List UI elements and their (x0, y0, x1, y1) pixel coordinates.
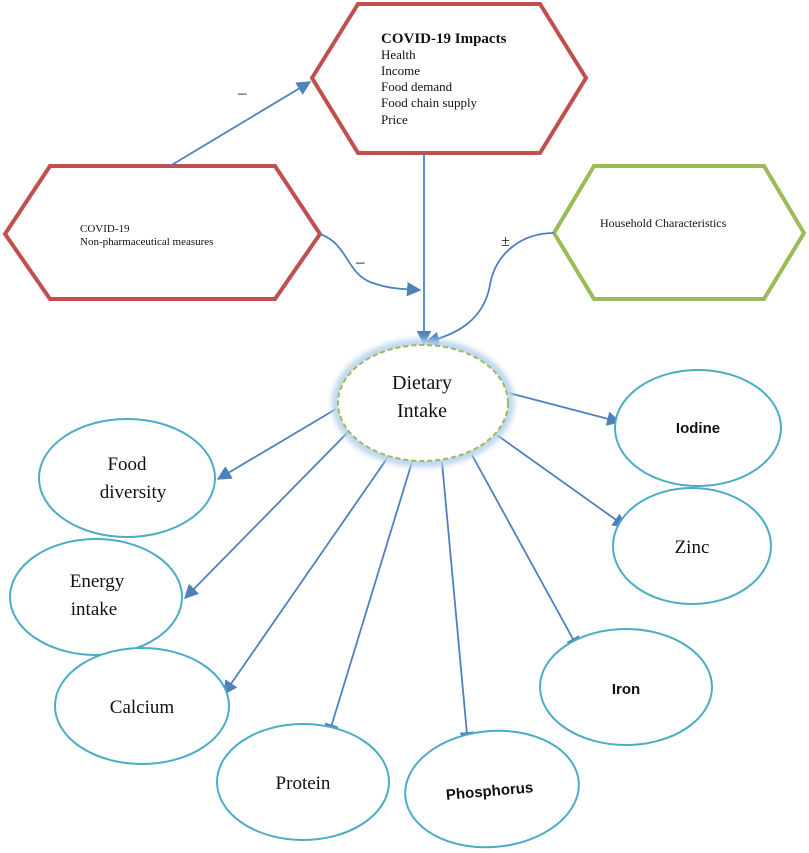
food-diversity-line1: Food (107, 454, 147, 475)
protein-node (216, 723, 390, 841)
iron-label: Iron (612, 681, 640, 698)
protein-label: Protein (276, 773, 331, 794)
arrow-measures-to-intake (319, 233, 422, 297)
dietary-intake-line2: Intake (397, 400, 447, 422)
dietary-intake-line1: Dietary (392, 372, 452, 394)
energy-intake-line1: Energy (70, 571, 125, 592)
arrow-to-energy-intake (183, 429, 351, 600)
arrow-to-calcium (223, 456, 389, 696)
arrow-to-iron (471, 454, 580, 652)
impacts-hexagon (309, 2, 589, 155)
household-hexagon (551, 164, 807, 301)
dietary-intake-glow (332, 339, 514, 467)
calcium-label: Calcium (110, 697, 175, 718)
arrow-to-zinc (496, 434, 628, 528)
impacts-item-food-chain-supply: Food chain supply (381, 95, 478, 110)
iron-node (539, 628, 713, 746)
food-diversity-node (38, 418, 216, 538)
energy-intake-node (9, 538, 183, 656)
sign-household-to-intake: ± (501, 233, 510, 250)
food-diversity-line2: diversity (100, 482, 167, 503)
impacts-item-food-demand: Food demand (381, 79, 453, 94)
sign-measures-to-intake: – (355, 252, 365, 271)
arrow-to-phosphorus (441, 461, 474, 747)
measures-label-line2: Non-pharmaceutical measures (80, 236, 213, 248)
calcium-node (54, 647, 230, 765)
sign-measures-to-impacts: – (237, 83, 247, 102)
measures-label-line1: COVID-19 (80, 223, 130, 235)
impacts-item-health: Health (381, 47, 416, 62)
arrow-household-to-intake (424, 232, 555, 347)
arrow-to-iodine (508, 392, 622, 426)
iodine-label: Iodine (676, 420, 720, 437)
impacts-item-income: Income (381, 63, 420, 78)
arrow-measures-to-impacts (169, 81, 312, 167)
household-label: Household Characteristics (600, 216, 727, 230)
iodine-node (614, 369, 782, 487)
phosphorus-node (404, 729, 580, 849)
zinc-node (612, 487, 772, 605)
dietary-intake-node (337, 344, 509, 462)
arrow-to-food-diversity (216, 408, 337, 480)
impacts-item-price: Price (381, 112, 408, 127)
measures-hexagon (2, 164, 323, 301)
impacts-title: COVID-19 Impacts (381, 31, 507, 47)
zinc-label: Zinc (675, 537, 710, 558)
arrow-to-protein (324, 461, 413, 739)
energy-intake-line2: intake (71, 599, 117, 620)
